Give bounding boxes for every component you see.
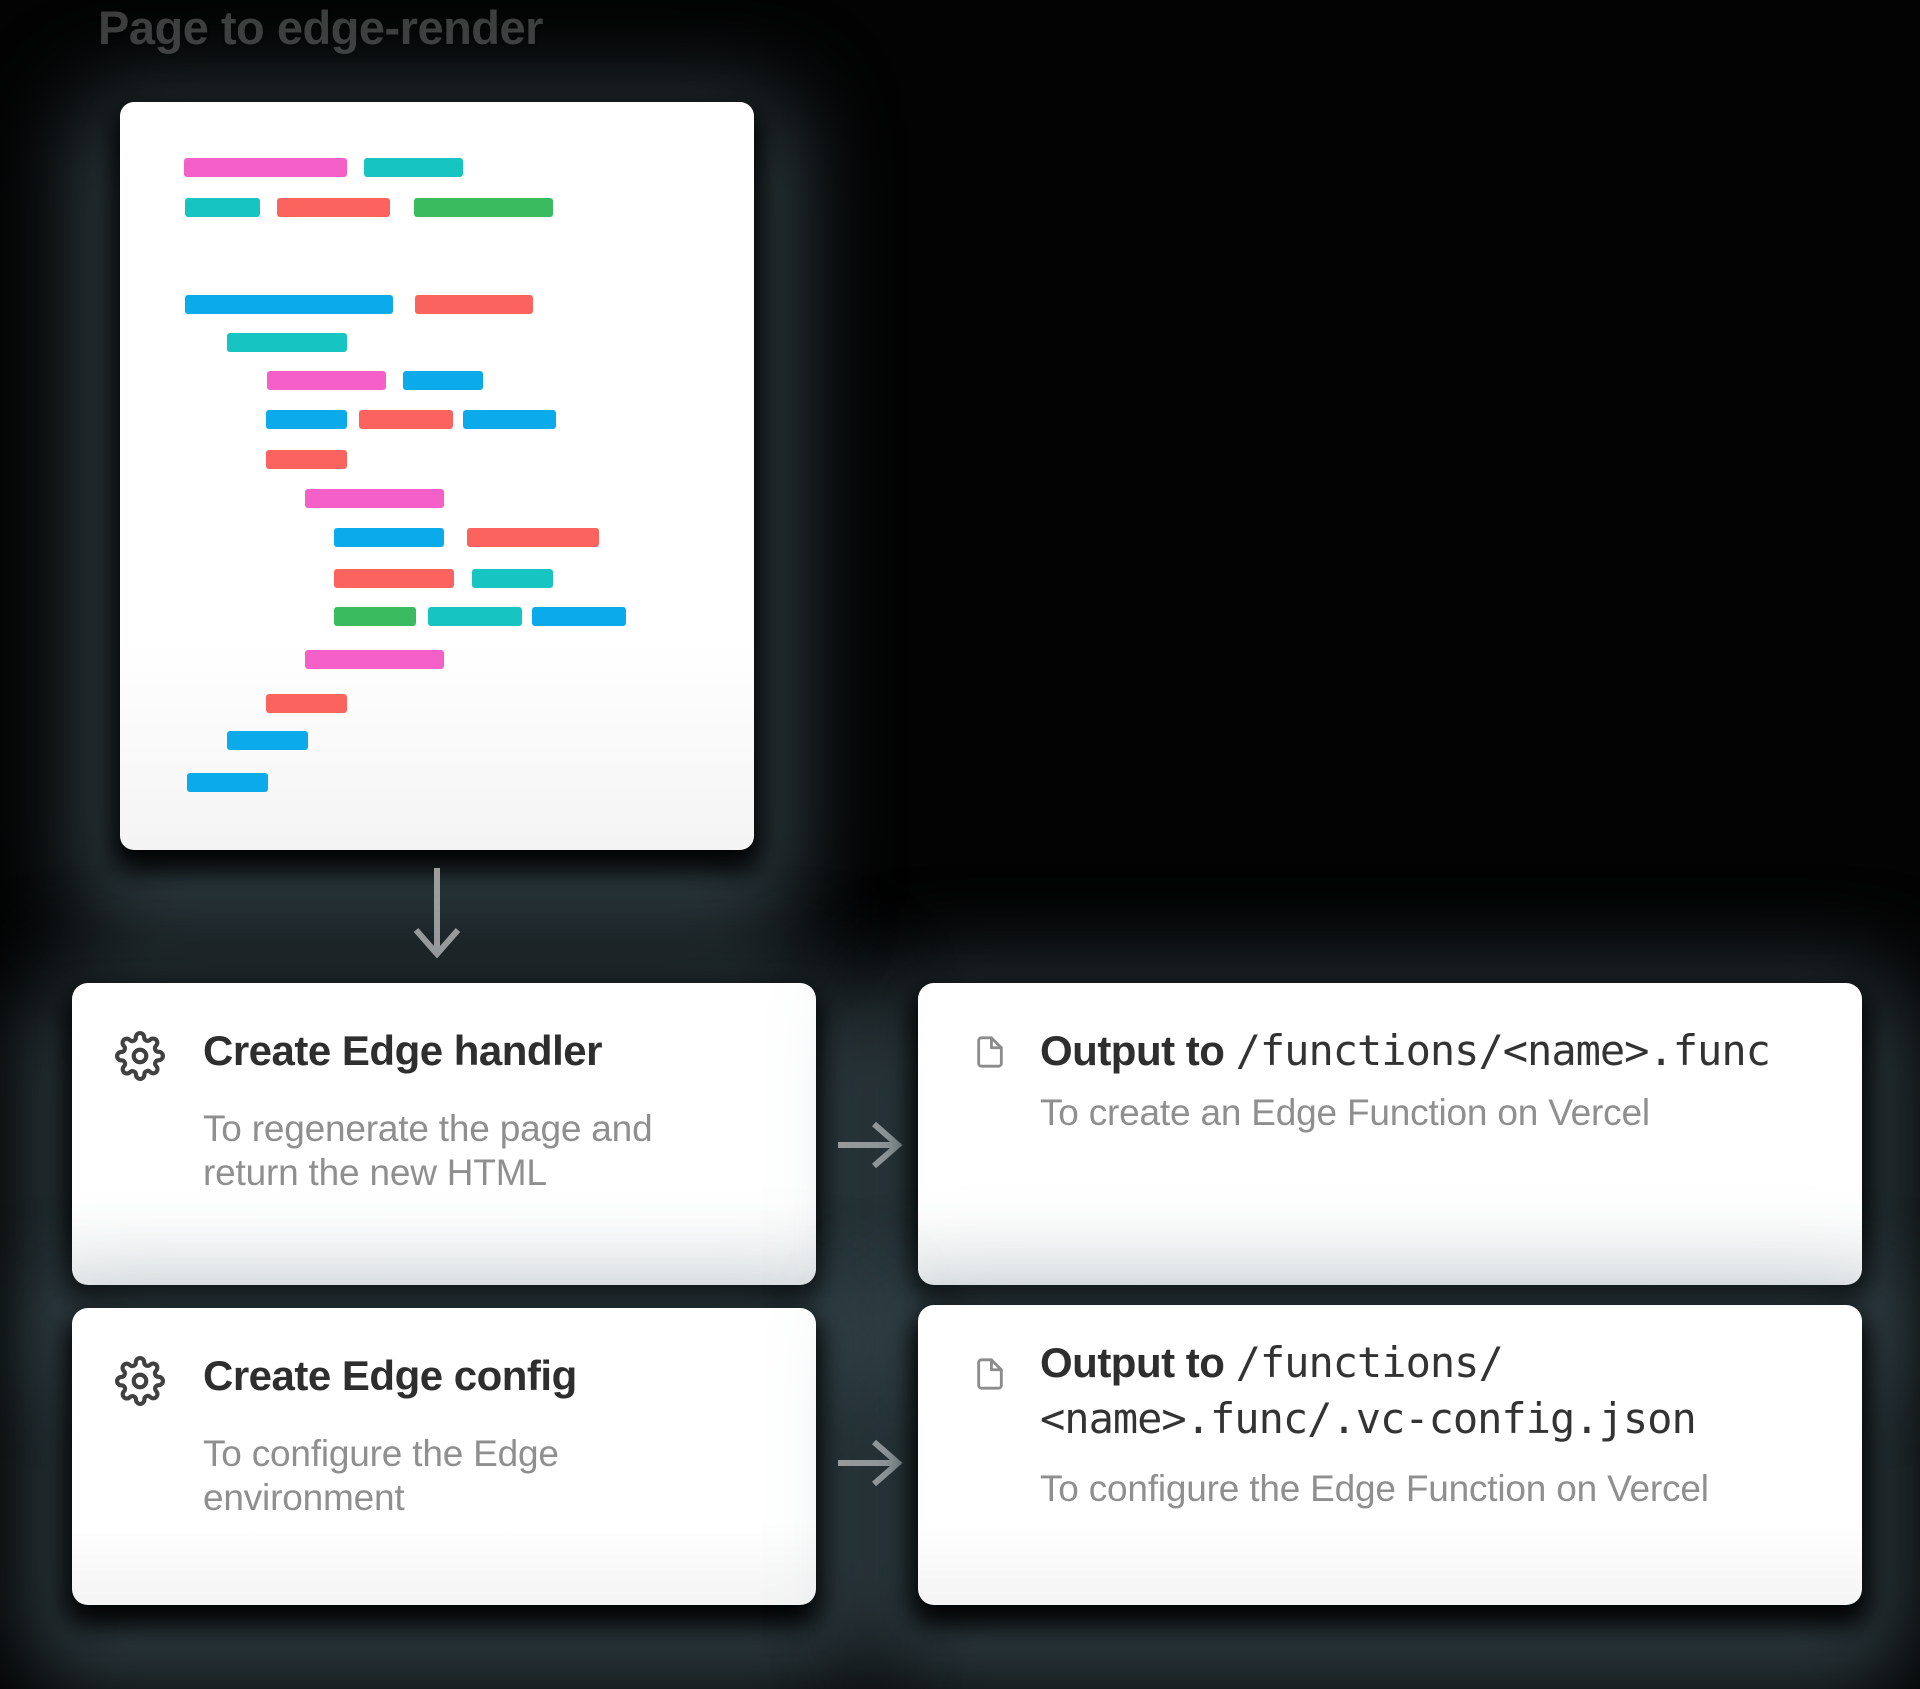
code-bar bbox=[227, 731, 308, 750]
create-edge-handler-card: Create Edge handler To regenerate the pa… bbox=[72, 983, 816, 1285]
card-description: To regenerate the page and return the ne… bbox=[203, 1108, 653, 1193]
arrow-right-icon bbox=[838, 1121, 903, 1169]
code-bar bbox=[364, 158, 463, 177]
code-bar bbox=[185, 295, 393, 314]
card-title: Create Edge handler bbox=[203, 1027, 602, 1074]
code-bar bbox=[467, 528, 599, 547]
code-bar bbox=[267, 371, 386, 390]
card-title: Create Edge config bbox=[203, 1352, 577, 1399]
gear-icon bbox=[115, 1031, 166, 1081]
code-bar bbox=[463, 410, 556, 429]
code-bar bbox=[472, 569, 553, 588]
code-bar bbox=[428, 607, 522, 626]
code-bar bbox=[266, 410, 347, 429]
code-bar bbox=[334, 528, 444, 547]
code-bar bbox=[266, 694, 347, 713]
code-bar bbox=[403, 371, 483, 390]
code-bar bbox=[334, 607, 416, 626]
code-bar bbox=[305, 650, 444, 669]
code-bar bbox=[334, 569, 454, 588]
code-bar bbox=[414, 198, 553, 217]
arrow-right-icon bbox=[838, 1439, 903, 1487]
card-title: Output to /functions/<name>.func bbox=[1040, 1026, 1771, 1075]
page-to-render-card bbox=[120, 102, 754, 850]
arrow-down-icon bbox=[413, 868, 461, 959]
create-edge-config-card: Create Edge config To configure the Edge… bbox=[72, 1308, 816, 1605]
code-bar bbox=[266, 450, 347, 469]
code-bar bbox=[532, 607, 626, 626]
output-func-card: Output to /functions/<name>.func To crea… bbox=[918, 983, 1862, 1285]
gear-icon bbox=[115, 1356, 166, 1406]
card-title: Output to /functions/ <name>.func/.vc-co… bbox=[1040, 1338, 1697, 1443]
code-bar bbox=[184, 158, 347, 177]
code-bar bbox=[227, 333, 347, 352]
output-vc-config-card: Output to /functions/ <name>.func/.vc-co… bbox=[918, 1305, 1862, 1605]
code-bar bbox=[415, 295, 533, 314]
card-description: To create an Edge Function on Vercel bbox=[1040, 1092, 1650, 1133]
file-icon bbox=[973, 1353, 1007, 1395]
file-icon bbox=[973, 1031, 1007, 1073]
code-bar bbox=[277, 198, 390, 217]
page-title: Page to edge-render bbox=[98, 1, 543, 54]
code-bar bbox=[185, 198, 260, 217]
card-description: To configure the Edge environment bbox=[203, 1433, 559, 1518]
code-bar bbox=[187, 773, 268, 792]
card-description: To configure the Edge Function on Vercel bbox=[1040, 1468, 1709, 1509]
code-bar bbox=[359, 410, 453, 429]
code-bar bbox=[305, 489, 444, 508]
